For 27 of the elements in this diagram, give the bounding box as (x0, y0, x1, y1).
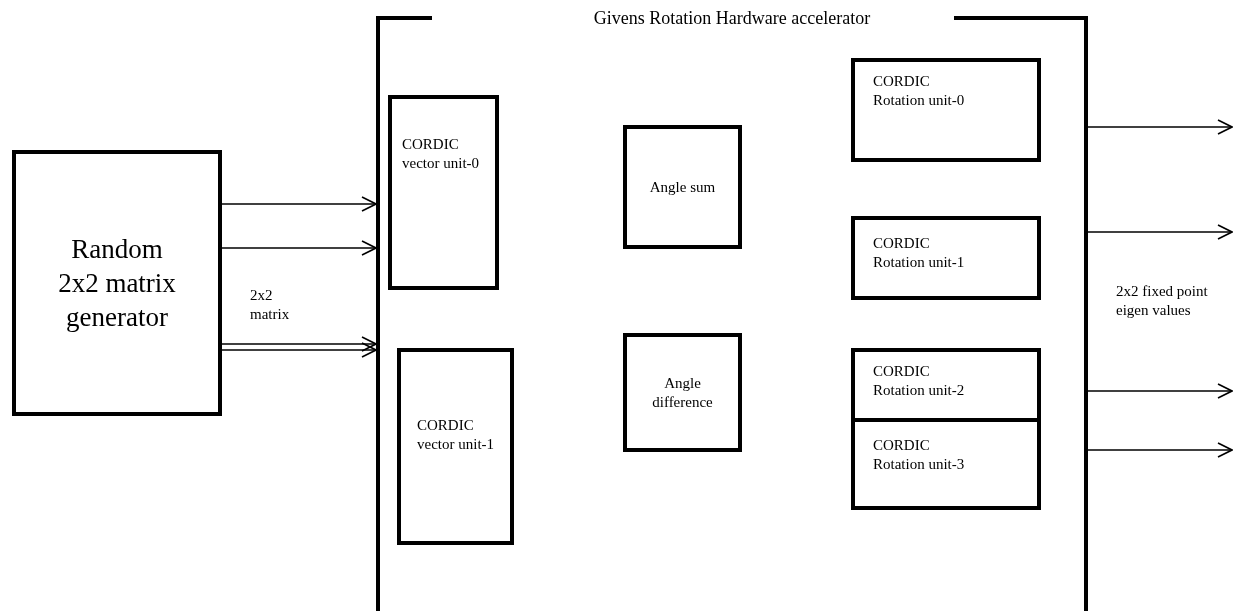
box-label: CORDIC Rotation unit-1 (873, 234, 966, 272)
arrow (221, 196, 377, 212)
box-label: CORDIC vector unit-1 (417, 416, 496, 454)
signal-label: 2x2 fixed point eigen values (1116, 282, 1209, 320)
unit-box (623, 333, 742, 452)
generator-box (12, 150, 222, 416)
unit-box (851, 58, 1041, 162)
arrow (1087, 442, 1233, 458)
arrow (1087, 119, 1233, 135)
arrow (221, 336, 377, 352)
unit-box (397, 348, 514, 545)
arrow (1087, 383, 1233, 399)
frame-title: Givens Rotation Hardware accelerator (592, 8, 872, 28)
box-label: Angle difference (651, 373, 714, 412)
arrow (221, 240, 377, 256)
box-label: Random 2x2 matrix generator (57, 233, 177, 334)
arrow (221, 342, 377, 358)
unit-box (623, 125, 742, 249)
box-label: CORDIC Rotation unit-0 (873, 72, 966, 110)
box-label: Angle sum (648, 177, 717, 197)
box-label: CORDIC Rotation unit-3 (873, 436, 966, 474)
box-label: CORDIC vector unit-0 (402, 135, 481, 173)
arrow (1087, 224, 1233, 240)
unit-box (388, 95, 499, 290)
unit-box (851, 216, 1041, 300)
box-label: CORDIC Rotation unit-2 (873, 362, 966, 400)
signal-label: 2x2 matrix (250, 286, 291, 324)
